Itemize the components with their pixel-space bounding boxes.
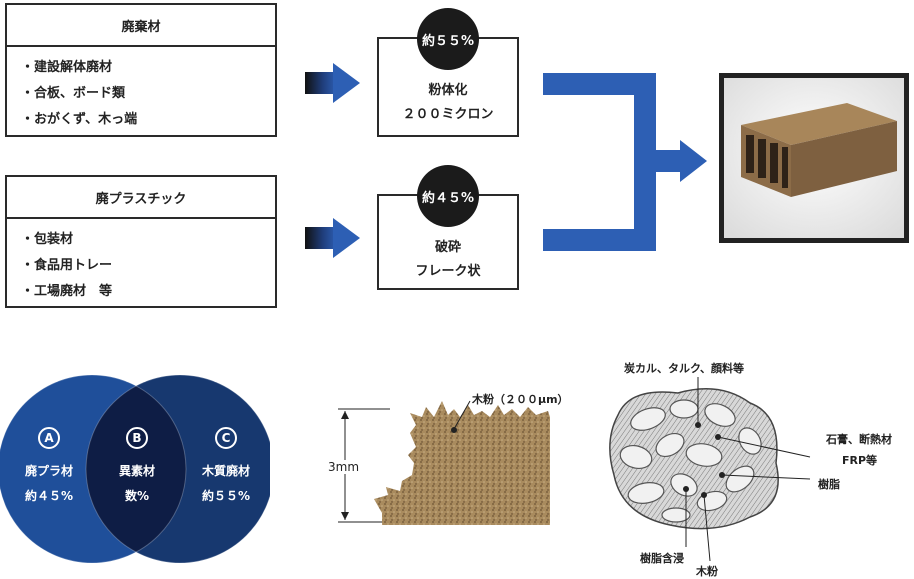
list-item: ・食品用トレー — [21, 258, 113, 273]
cross-section-diagram — [338, 400, 550, 525]
waste-plastic-box: 廃プラスチック ・包装材 ・食品用トレー ・工場廃材 等 — [5, 175, 277, 308]
process-wood-percent-badge: 約５５% — [417, 8, 479, 70]
gypsum-label-line2: FRP等 — [842, 454, 878, 467]
thickness-label: 3mm — [326, 460, 362, 474]
venn-a-line2: 約４５% — [24, 489, 74, 503]
waste-wood-box: 廃棄材 ・建設解体廃材 ・合板、ボード類 ・おがくず、木っ端 — [5, 3, 277, 137]
flow-arrows — [305, 63, 707, 258]
venn-b-line2: 数% — [124, 489, 150, 503]
wood-plastic-sample — [374, 401, 550, 525]
venn-c-label: 木質廃材 約５５% — [191, 462, 261, 504]
microstructure-diagram — [609, 377, 811, 562]
waste-wood-title: 廃棄材 — [7, 5, 275, 47]
wood-powder-size-label: 木粉（２００μm） — [472, 393, 569, 406]
filler-label: 炭カル、タルク、顔料等 — [624, 362, 745, 375]
merge-connector — [543, 73, 707, 251]
process-wood-line1: 粉体化 — [428, 83, 468, 98]
venn-overlap — [86, 375, 186, 563]
waste-wood-list: ・建設解体廃材 ・合板、ボード類 ・おがくず、木っ端 — [7, 47, 275, 133]
venn-letter-b: B — [126, 427, 148, 449]
venn-c-line1: 木質廃材 — [201, 464, 250, 478]
venn-b-label: 異素材 数% — [102, 462, 172, 504]
venn-letter-a: A — [38, 427, 60, 449]
venn-c-line2: 約５５% — [201, 489, 251, 503]
micro-wood-powder-label: 木粉 — [696, 565, 718, 578]
venn-letter-c: C — [215, 427, 237, 449]
arrow-right-icon — [305, 218, 360, 258]
process-plastic-line1: 破砕 — [434, 240, 461, 255]
resin-impregnated-label: 樹脂含浸 — [640, 552, 684, 565]
product-photo — [719, 73, 909, 243]
arrow-right-icon — [305, 63, 360, 103]
list-item: ・合板、ボード類 — [21, 86, 126, 101]
process-plastic-line2: フレーク状 — [415, 264, 481, 279]
list-item: ・包装材 — [21, 232, 74, 247]
list-item: ・工場廃材 等 — [21, 284, 113, 299]
venn-b-line1: 異素材 — [118, 464, 155, 478]
waste-plastic-list: ・包装材 ・食品用トレー ・工場廃材 等 — [7, 219, 275, 305]
gypsum-label-line1: 石膏、断熱材 — [826, 433, 892, 446]
waste-plastic-title: 廃プラスチック — [7, 177, 275, 219]
process-plastic-percent-badge: 約４５% — [417, 165, 479, 227]
venn-diagram — [0, 374, 270, 564]
list-item: ・建設解体廃材 — [21, 60, 113, 75]
list-item: ・おがくず、木っ端 — [21, 112, 138, 127]
process-wood-line2: ２００ミクロン — [402, 107, 494, 122]
venn-a-line1: 廃プラ材 — [24, 464, 73, 478]
venn-a-label: 廃プラ材 約４５% — [14, 462, 84, 504]
resin-label: 樹脂 — [818, 478, 840, 491]
